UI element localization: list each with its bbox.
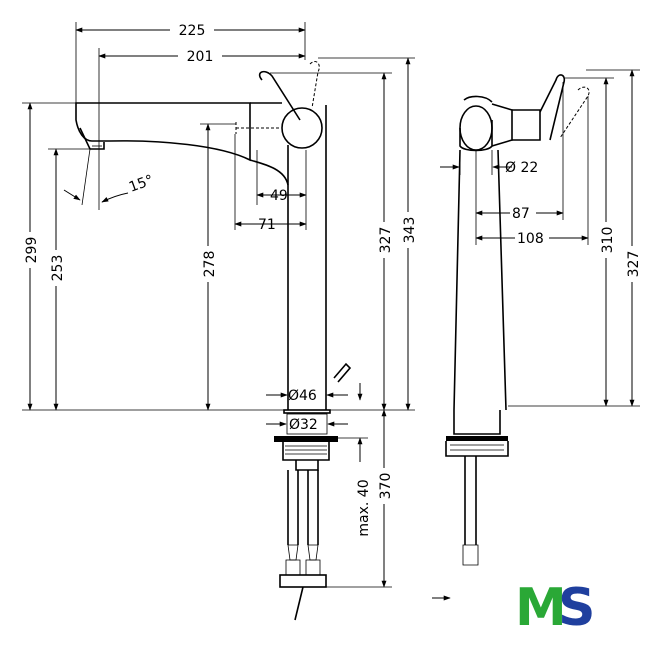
dim-201: 201 bbox=[187, 49, 214, 65]
dim-253: 253 bbox=[50, 255, 66, 282]
dim-370: 370 bbox=[378, 473, 394, 500]
dim-343: 343 bbox=[402, 217, 418, 244]
mounting-plate bbox=[274, 436, 338, 442]
lever-handle bbox=[258, 70, 301, 121]
dim-diameter-32: Ø32 bbox=[289, 417, 318, 433]
side-dimensions: Ø 22 87 108 310 327 bbox=[440, 69, 642, 407]
dim-327-side: 327 bbox=[626, 251, 642, 278]
threaded-rod bbox=[294, 586, 304, 621]
aerator-tip bbox=[79, 127, 105, 150]
side-lever-alt bbox=[559, 86, 590, 139]
dim-299: 299 bbox=[24, 237, 40, 264]
ms-logo: M S bbox=[515, 578, 595, 638]
pop-up-lever bbox=[333, 362, 352, 383]
spout-end bbox=[459, 105, 493, 151]
logo-letter-s: S bbox=[558, 578, 595, 638]
dim-108: 108 bbox=[517, 231, 544, 247]
dim-diameter-46: Ø46 bbox=[288, 388, 317, 404]
side-mounting-nut bbox=[445, 441, 509, 457]
logo-letter-m: M bbox=[515, 578, 567, 638]
dim-71: 71 bbox=[258, 217, 276, 233]
handle-block bbox=[512, 109, 541, 141]
side-view bbox=[432, 74, 590, 601]
side-body-column bbox=[453, 149, 507, 411]
supply-hoses bbox=[287, 470, 319, 545]
dim-87: 87 bbox=[512, 206, 530, 222]
dim-49: 49 bbox=[270, 188, 288, 204]
handle-hub bbox=[281, 107, 323, 149]
front-dimensions: 225 201 15° 49 71 299 253 278 bbox=[21, 21, 418, 588]
dim-278: 278 bbox=[202, 251, 218, 278]
hose-connectors bbox=[279, 574, 327, 588]
dim-225: 225 bbox=[179, 23, 206, 39]
body-column bbox=[287, 105, 327, 410]
dim-diameter-22: Ø 22 bbox=[505, 160, 538, 176]
front-view bbox=[75, 61, 352, 621]
side-hose bbox=[464, 456, 477, 545]
spout-outline bbox=[75, 102, 251, 162]
mounting-nut bbox=[282, 442, 330, 461]
dim-max-40: max. 40 bbox=[356, 479, 372, 536]
lever-alt-position bbox=[309, 61, 320, 109]
dim-15-degrees: 15° bbox=[127, 172, 156, 196]
dim-310: 310 bbox=[600, 227, 616, 254]
dim-327-front: 327 bbox=[378, 227, 394, 254]
side-lever bbox=[539, 74, 566, 141]
